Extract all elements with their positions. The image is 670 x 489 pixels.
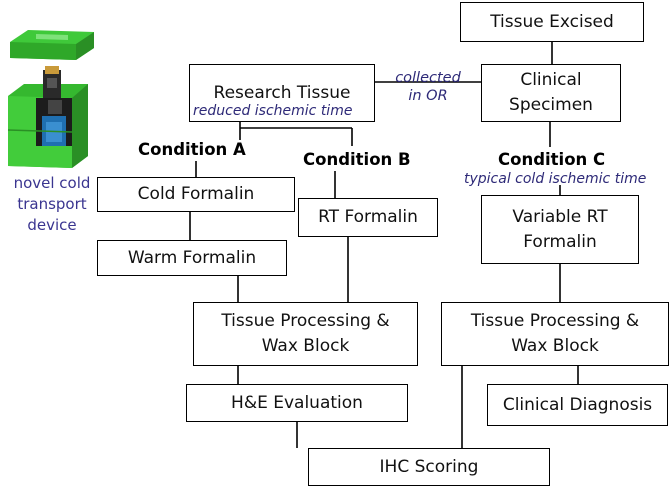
ihc-scoring-box: IHC Scoring [308, 448, 550, 486]
warm-formalin-box: Warm Formalin [97, 240, 287, 276]
rt-formalin-label: RT Formalin [318, 207, 418, 227]
clinical-diagnosis-label: Clinical Diagnosis [502, 394, 653, 415]
tissue-processing-right-box: Tissue Processing & Wax Block [441, 302, 669, 366]
typical-cold-ischemic-note: typical cold ischemic time [464, 171, 647, 187]
collected-in-or-note: collected in OR [395, 70, 461, 104]
cold-formalin-label: Cold Formalin [137, 184, 255, 204]
rt-formalin-box: RT Formalin [298, 198, 438, 237]
variable-rt-formalin-box: Variable RT Formalin [481, 195, 639, 264]
device-label: novel cold transport device [13, 174, 91, 234]
tissue-excised-box: Tissue Excised [460, 2, 644, 42]
cold-formalin-box: Cold Formalin [97, 177, 295, 212]
variable-rt-formalin-label: Variable RT Formalin [512, 206, 608, 252]
he-evaluation-box: H&E Evaluation [186, 384, 408, 422]
ihc-scoring-label: IHC Scoring [379, 456, 479, 477]
clinical-diagnosis-box: Clinical Diagnosis [487, 384, 668, 426]
clinical-specimen-box: Clinical Specimen [481, 64, 621, 122]
tissue-processing-left-label: Tissue Processing & Wax Block [221, 311, 390, 356]
reduced-ischemic-note: reduced ischemic time [193, 103, 353, 119]
research-tissue-box: Research Tissue [189, 64, 375, 122]
tissue-excised-label: Tissue Excised [490, 11, 614, 32]
condition-a-label: Condition A [138, 140, 246, 159]
he-evaluation-label: H&E Evaluation [231, 392, 363, 413]
cold-transport-device-icon [7, 30, 94, 168]
research-tissue-label: Research Tissue [213, 83, 351, 103]
clinical-specimen-label: Clinical Specimen [509, 70, 593, 115]
warm-formalin-label: Warm Formalin [127, 247, 257, 268]
condition-c-label: Condition C [498, 150, 606, 169]
tissue-processing-right-label: Tissue Processing & Wax Block [470, 311, 640, 356]
condition-b-label: Condition B [303, 150, 411, 169]
tissue-processing-left-box: Tissue Processing & Wax Block [193, 302, 418, 366]
